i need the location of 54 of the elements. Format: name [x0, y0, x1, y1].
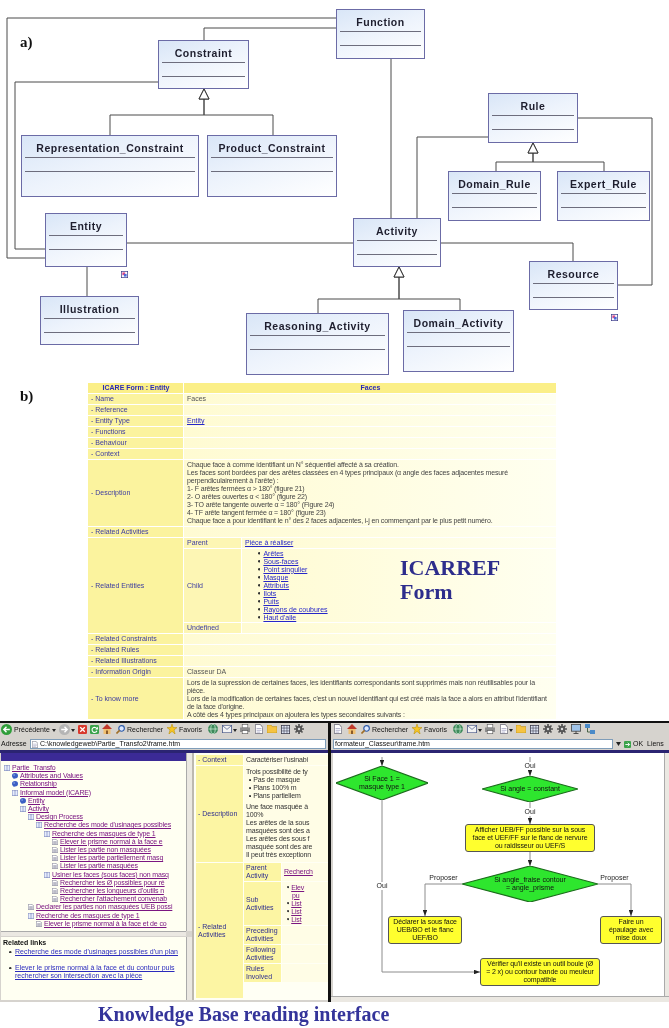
class-box — [353, 218, 441, 267]
class-name: Product_Constraint — [218, 141, 326, 154]
class-box — [45, 213, 127, 267]
generalization-arrow — [393, 266, 461, 311]
class-name: Entity — [69, 219, 103, 232]
association-line — [577, 117, 653, 286]
decision-diamond — [462, 866, 598, 902]
class-box — [448, 171, 541, 221]
association-line — [126, 242, 354, 244]
decision-diamond — [482, 776, 578, 802]
class-name: Rule — [520, 99, 546, 112]
association-line — [416, 136, 489, 219]
class-name: Domain_Activity — [413, 316, 504, 329]
class-name: Resource — [547, 267, 600, 280]
class-name: Expert_Rule — [570, 177, 637, 190]
panel-label: a) — [20, 34, 33, 51]
flow-arrow — [527, 851, 533, 867]
class-box — [246, 313, 389, 375]
class-name: Representation_Constraint — [36, 141, 184, 154]
class-box — [158, 40, 249, 89]
class-box — [336, 9, 425, 59]
generalization-arrow — [198, 88, 274, 136]
class-name: Reasoning_Activity — [264, 319, 371, 332]
class-name: Illustration — [59, 302, 120, 315]
class-box — [529, 261, 618, 310]
class-name: Constraint — [174, 46, 233, 59]
class-name: Domain_Rule — [458, 177, 531, 190]
class-box — [403, 310, 514, 372]
process-box — [600, 916, 662, 944]
association-line — [203, 27, 337, 41]
class-box — [207, 135, 337, 197]
class-box — [21, 135, 199, 197]
association-line — [86, 266, 88, 297]
overlay-caption: Knowledge Base reading interface — [98, 1003, 390, 1026]
class-box — [488, 93, 578, 143]
decision-diamond — [336, 766, 428, 800]
flow-arrow — [597, 883, 634, 917]
overlay-caption: ICARREF Form — [400, 556, 501, 604]
process-box — [465, 824, 595, 852]
class-box — [557, 171, 650, 221]
class-name: Function — [356, 15, 405, 28]
flow-arrow — [379, 756, 385, 767]
association-line — [390, 58, 392, 219]
class-box — [40, 296, 139, 345]
flow-arrow — [381, 799, 481, 975]
association-line — [6, 17, 337, 259]
association-line — [14, 81, 159, 250]
panel-label: b) — [20, 388, 34, 405]
flow-arrow — [422, 883, 463, 917]
association-line — [440, 242, 574, 262]
process-box — [388, 916, 462, 944]
class-name: Activity — [376, 224, 418, 237]
process-box — [480, 958, 600, 986]
generalization-arrow — [527, 142, 605, 172]
